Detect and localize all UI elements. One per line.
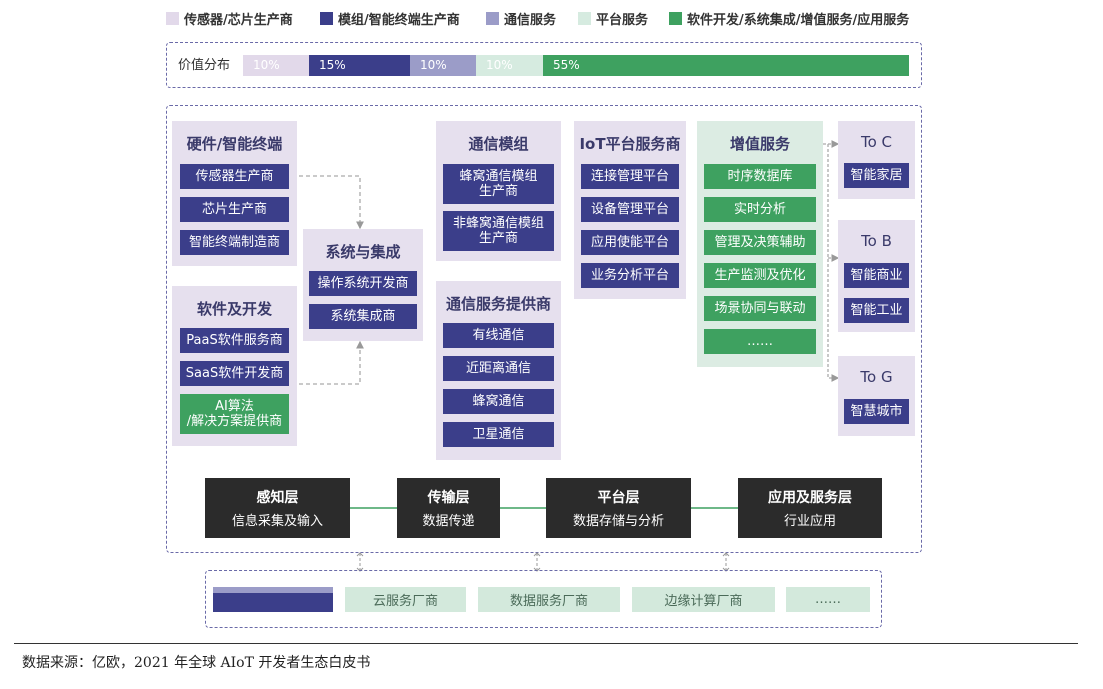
system-item: 系统集成商 [309,304,417,329]
hardware-item: 芯片生产商 [180,197,289,222]
tob-title: To B [861,232,892,250]
toc-item: 智能家居 [844,163,909,188]
iot-platform-title: IoT平台服务商 [579,135,681,153]
comm-service-item: 蜂窝通信 [443,389,554,414]
hardware-item: 传感器生产商 [180,164,289,189]
software-item: SaaS软件开发商 [180,361,289,386]
layer-box: 感知层 信息采集及输入 [205,478,350,538]
comm-service-item: 有线通信 [443,323,554,348]
value-added-item: 实时分析 [704,197,816,222]
legend-swatch [320,11,333,25]
infrastructure-frame [205,570,882,628]
software-title: 软件及开发 [196,300,272,318]
legend-swatch [578,11,591,25]
system-item: 操作系统开发商 [309,271,417,296]
layer-subtitle: 数据存储与分析 [572,514,664,529]
value-segment: 10% [243,55,309,76]
toc-panel: To C 智能家居 [838,121,915,199]
infrastructure-item: 云服务厂商 [345,587,466,612]
infrastructure-item: …… [786,587,870,612]
system-title: 系统与集成 [325,243,401,261]
hardware-title: 硬件/智能终端 [186,135,283,153]
comm-service-panel: 通信服务提供商 有线通信 近距离通信 蜂窝通信 卫星通信 [436,281,561,460]
tog-panel: To G 智慧城市 [838,356,915,436]
value-added-item: …… [704,329,816,354]
layer-box: 应用及服务层 行业应用 [738,478,882,538]
layer-box: 平台层 数据存储与分析 [546,478,691,538]
comm-module-panel: 通信模组 蜂窝通信模组 生产商 非蜂窝通信模组 生产商 [436,121,561,261]
system-panel: 系统与集成 操作系统开发商 系统集成商 [303,229,423,341]
layer-subtitle: 行业应用 [783,514,836,529]
iot-platform-item: 应用使能平台 [581,230,679,255]
legend-label: 模组/智能终端生产商 [338,12,460,28]
value-segment: 55% [543,55,909,76]
legend-label: 平台服务 [596,12,649,28]
legend-label: 软件开发/系统集成/增值服务/应用服务 [687,12,910,28]
infrastructure-item: 数据服务厂商 [478,587,620,612]
value-added-item: 生产监测及优化 [704,263,816,288]
value-added-item: 场景协同与联动 [704,296,816,321]
legend-item: 传感器/芯片生产商 [166,8,293,28]
source-note: 数据来源：亿欧，2021 年全球 AIoT 开发者生态白皮书 [22,655,371,671]
tob-item: 智能商业 [844,263,909,288]
software-panel: 软件及开发 PaaS软件服务商 SaaS软件开发商 AI算法 /解决方案提供商 [172,286,297,446]
hardware-panel: 硬件/智能终端 传感器生产商 芯片生产商 智能终端制造商 [172,121,297,266]
legend-label: 通信服务 [504,12,557,28]
comm-module-item: 非蜂窝通信模组 生产商 [443,211,554,251]
value-bar-frame [166,42,922,88]
legend-swatch [166,11,179,25]
layer-title: 应用及服务层 [768,490,852,506]
layer-subtitle: 信息采集及输入 [231,514,323,529]
legend-label: 传感器/芯片生产商 [184,12,293,28]
software-highlight-item: AI算法 /解决方案提供商 [180,394,289,434]
comm-service-title: 通信服务提供商 [445,295,551,313]
value-added-panel: 增值服务 时序数据库 实时分析 管理及决策辅助 生产监测及优化 场景协同与联动 … [697,121,823,367]
legend-swatch [669,11,682,25]
iot-platform-item: 设备管理平台 [581,197,679,222]
legend-swatch [486,11,499,25]
layer-subtitle: 数据传递 [422,514,475,529]
layer-box: 传输层 数据传递 [397,478,500,538]
value-bar-label: 价值分布 [178,58,231,73]
iot-platform-item: 业务分析平台 [581,263,679,288]
tob-item: 智能工业 [844,298,909,323]
value-segment: 10% [476,55,543,76]
tog-title: To G [860,368,893,386]
iot-platform-item: 连接管理平台 [581,164,679,189]
comm-module-item: 蜂窝通信模组 生产商 [443,164,554,204]
legend-item: 平台服务 [578,8,648,28]
value-added-item: 管理及决策辅助 [704,230,816,255]
divider [14,643,1078,644]
legend-item: 通信服务 [486,8,556,28]
layer-title: 平台层 [597,490,640,506]
iot-platform-panel: IoT平台服务商 连接管理平台 设备管理平台 应用使能平台 业务分析平台 [574,121,686,299]
ecosystem-frame [166,105,922,553]
hardware-item: 智能终端制造商 [180,230,289,255]
comm-service-item: 卫星通信 [443,422,554,447]
infrastructure-item: 边缘计算厂商 [632,587,775,612]
toc-title: To C [860,133,893,151]
tob-panel: To B 智能商业 智能工业 [838,220,915,332]
tog-item: 智慧城市 [844,399,909,424]
legend-item: 软件开发/系统集成/增值服务/应用服务 [669,8,909,28]
legend-item: 模组/智能终端生产商 [320,8,460,28]
value-added-item: 时序数据库 [704,164,816,189]
layer-title: 感知层 [256,490,299,506]
value-segment: 15% [309,55,410,76]
software-item: PaaS软件服务商 [180,328,289,353]
comm-service-item: 近距离通信 [443,356,554,381]
layer-title: 传输层 [427,490,470,506]
infrastructure-swatch [213,587,333,612]
value-segment: 10% [410,55,476,76]
value-added-title: 增值服务 [729,135,790,153]
comm-module-title: 通信模组 [468,135,529,153]
